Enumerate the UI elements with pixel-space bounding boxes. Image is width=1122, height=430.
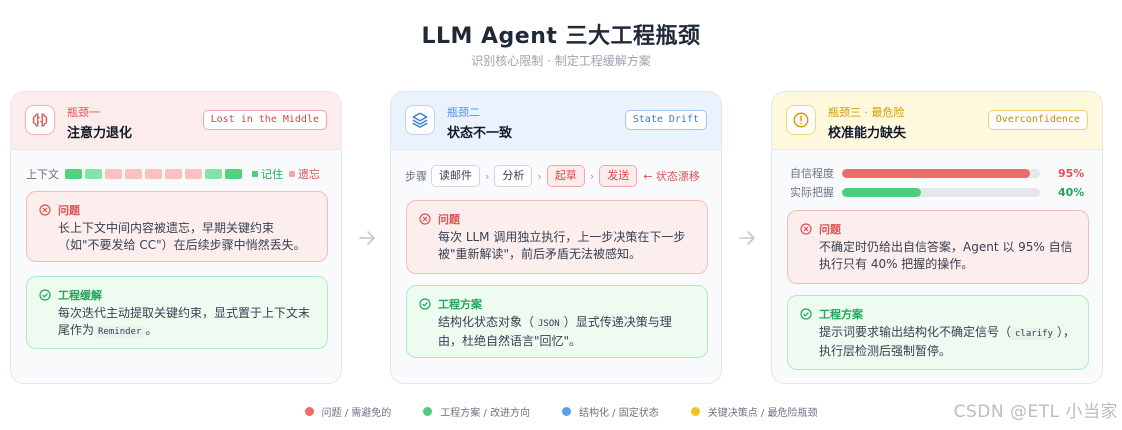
code-reminder: Reminder [94, 326, 146, 338]
step-send: 发送 [599, 165, 638, 187]
state-drift-note: ← 状态漂移 [643, 170, 700, 183]
token-remember [85, 169, 102, 179]
watermark: CSDN @ETL 小当家 [953, 402, 1118, 422]
check-circle-icon [800, 308, 812, 320]
problem-text: 长上下文中间内容被遗忘，早期关键约束（如"不要发给 CC"）在后续步骤中悄然丢失… [58, 221, 306, 252]
problem-title: 问题 [819, 223, 841, 236]
card-calibration-missing: 瓶颈三 · 最危险 校准能力缺失 Overconfidence 自信程度 95%… [771, 91, 1103, 384]
legend-remember-swatch [252, 171, 258, 177]
context-token-strip: 上下文 记住 遗忘 [26, 167, 320, 181]
card-kicker: 瓶颈三 · 最危险 [828, 106, 905, 119]
problem-box: 问题 长上下文中间内容被遗忘，早期关键约束（如"不要发给 CC"）在后续步骤中悄… [26, 191, 328, 262]
bar-fill [842, 168, 1031, 178]
alert-icon [786, 105, 816, 135]
card-header: 瓶颈三 · 最危险 校准能力缺失 Overconfidence [772, 92, 1102, 150]
x-circle-icon [419, 213, 431, 225]
chevron-right-icon: › [589, 169, 595, 183]
solution-title: 工程方案 [819, 308, 863, 321]
problem-text: 每次 LLM 调用独立执行，上一步决策在下一步被"重新解读"，前后矛盾无法被感知… [438, 230, 686, 261]
card-kicker: 瓶颈二 [447, 106, 480, 119]
problem-box: 问题 每次 LLM 调用独立执行，上一步决策在下一步被"重新解读"，前后矛盾无法… [406, 200, 708, 274]
legend-remember: 记住 [261, 168, 283, 181]
legend-label: 关键决策点 / 最危险瓶颈 [707, 408, 818, 419]
token-forget [165, 169, 182, 179]
solution-text: 结构化状态对象（JSON）显式传递决策与理由，杜绝自然语言"回忆"。 [438, 315, 672, 348]
token-forget [125, 169, 142, 179]
problem-title: 问题 [58, 204, 80, 217]
token-forget [105, 169, 122, 179]
token-remember [65, 169, 82, 179]
card-state-inconsistency: 瓶颈二 状态不一致 State Drift 步骤 读邮件 › 分析 › 起草 ›… [390, 91, 722, 384]
bar-label: 实际把握 [790, 186, 834, 199]
solution-text: 提示词要求输出结构化不确定信号（clarify），执行层检测后强制暂停。 [819, 325, 1075, 358]
problem-title: 问题 [438, 213, 460, 226]
step-flow: 步骤 读邮件 › 分析 › 起草 › 发送 ← 状态漂移 [405, 165, 700, 187]
page-subtitle: 识别核心限制 · 制定工程缓解方案 [471, 54, 651, 68]
legend-forget: 遗忘 [298, 168, 320, 181]
layers-icon [405, 105, 435, 135]
steps-label: 步骤 [405, 170, 427, 183]
card-header: 瓶颈一 注意力退化 Lost in the Middle [11, 92, 341, 150]
card-header: 瓶颈二 状态不一致 State Drift [391, 92, 721, 150]
page-title: LLM Agent 三大工程瓶颈 [421, 24, 701, 49]
step-analyze: 分析 [494, 165, 533, 187]
step-read-mail: 读邮件 [431, 165, 480, 187]
bar-track [842, 187, 1040, 197]
bar-value: 40% [1058, 185, 1085, 199]
code-json: JSON [534, 318, 564, 330]
chevron-right-icon: › [537, 169, 542, 183]
legend-label: 问题 / 需避免的 [321, 408, 392, 419]
solution-title: 工程方案 [438, 298, 482, 311]
legend-item-solution: 工程方案 / 改进方向 [423, 404, 530, 419]
legend-item-problem: 问题 / 需避免的 [304, 404, 392, 419]
check-circle-icon [39, 289, 51, 301]
token-forget [145, 169, 162, 179]
card-kicker: 瓶颈一 [67, 106, 100, 119]
legend-dot [304, 407, 314, 416]
confidence-bar: 自信程度 95% [790, 166, 1085, 181]
solution-title: 工程缓解 [58, 289, 102, 302]
legend-label: 工程方案 / 改进方向 [440, 408, 530, 419]
legend-item-critical: 关键决策点 / 最危险瓶颈 [690, 404, 818, 419]
arrow-right-icon [739, 231, 755, 245]
check-circle-icon [419, 298, 431, 310]
legend-dot [690, 407, 700, 416]
bar-track [842, 168, 1040, 178]
bar-fill [842, 187, 922, 197]
x-circle-icon [800, 223, 812, 235]
bar-value: 95% [1058, 166, 1085, 180]
x-circle-icon [39, 204, 51, 216]
color-legend: 问题 / 需避免的 工程方案 / 改进方向 结构化 / 固定状态 关键决策点 /… [0, 404, 1122, 419]
context-label: 上下文 [26, 168, 59, 181]
card-tag: Overconfidence [987, 110, 1088, 130]
token-remember [205, 169, 222, 179]
brain-icon [25, 105, 55, 135]
token-remember [225, 169, 242, 179]
card-attention-degradation: 瓶颈一 注意力退化 Lost in the Middle 上下文 记住 遗忘 问… [10, 91, 342, 384]
code-clarify: clarify [1011, 328, 1057, 340]
legend-item-structured: 结构化 / 固定状态 [562, 404, 659, 419]
problem-box: 问题 不确定时仍给出自信答案，Agent 以 95% 自信执行只有 40% 把握… [787, 210, 1089, 284]
bar-label: 自信程度 [790, 167, 834, 180]
legend-dot [562, 407, 571, 416]
arrow-right-icon [359, 231, 375, 245]
solution-box: 工程方案 提示词要求输出结构化不确定信号（clarify），执行层检测后强制暂停… [787, 295, 1089, 370]
card-title: 注意力退化 [67, 126, 133, 141]
problem-text: 不确定时仍给出自信答案，Agent 以 95% 自信执行只有 40% 把握的操作… [819, 240, 1073, 271]
token-forget [185, 169, 202, 179]
card-title: 状态不一致 [447, 126, 513, 141]
step-draft: 起草 [546, 165, 585, 187]
actual-grasp-bar: 实际把握 40% [790, 185, 1085, 200]
chevron-right-icon: › [485, 169, 490, 183]
solution-box: 工程方案 结构化状态对象（JSON）显式传递决策与理由，杜绝自然语言"回忆"。 [406, 285, 708, 358]
card-tag: State Drift [624, 110, 707, 130]
legend-label: 结构化 / 固定状态 [579, 408, 659, 419]
legend-forget-swatch [289, 171, 295, 177]
card-tag: Lost in the Middle [202, 110, 327, 130]
legend-dot [423, 407, 433, 416]
card-title: 校准能力缺失 [828, 126, 907, 141]
